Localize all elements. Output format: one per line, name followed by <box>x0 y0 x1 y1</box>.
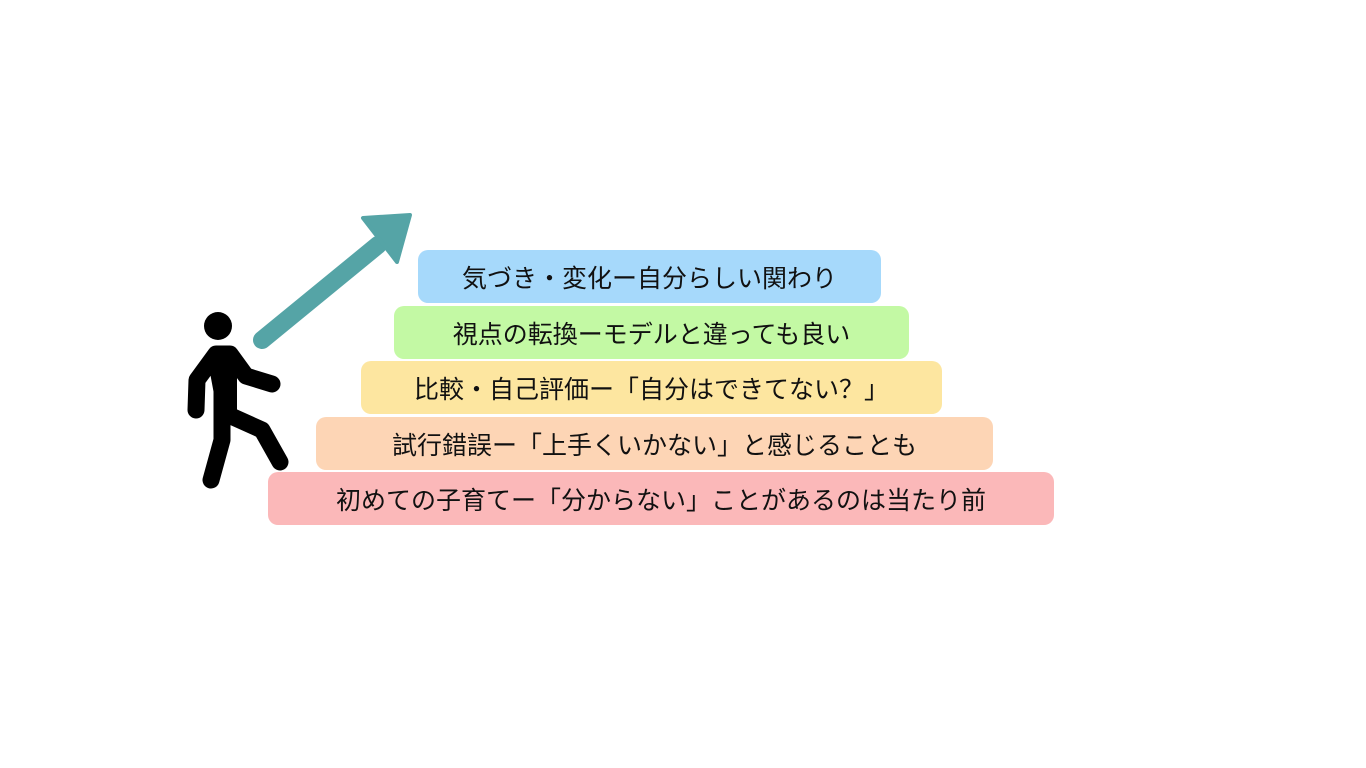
step-label: 視点の転換ーモデルと違っても良い <box>452 319 851 349</box>
step-label: 初めての子育てー「分からない」ことがあるのは当たり前 <box>335 485 986 515</box>
step-3-comparison: 比較・自己評価ー「自分はできてない？」 <box>361 361 942 414</box>
up-right-arrow-icon <box>253 213 412 349</box>
step-label: 気づき・変化ー自分らしい関わり <box>461 263 837 293</box>
step-label: 比較・自己評価ー「自分はできてない？」 <box>413 374 889 404</box>
step-4-perspective-shift: 視点の転換ーモデルと違っても良い <box>394 306 909 359</box>
step-2-trial-error: 試行錯誤ー「上手くいかない」と感じることも <box>316 417 993 470</box>
step-1-first-parenting: 初めての子育てー「分からない」ことがあるのは当たり前 <box>268 472 1054 525</box>
step-label: 試行錯誤ー「上手くいかない」と感じることも <box>391 430 917 460</box>
step-5-awareness: 気づき・変化ー自分らしい関わり <box>418 250 881 303</box>
walking-person-icon <box>187 312 289 489</box>
